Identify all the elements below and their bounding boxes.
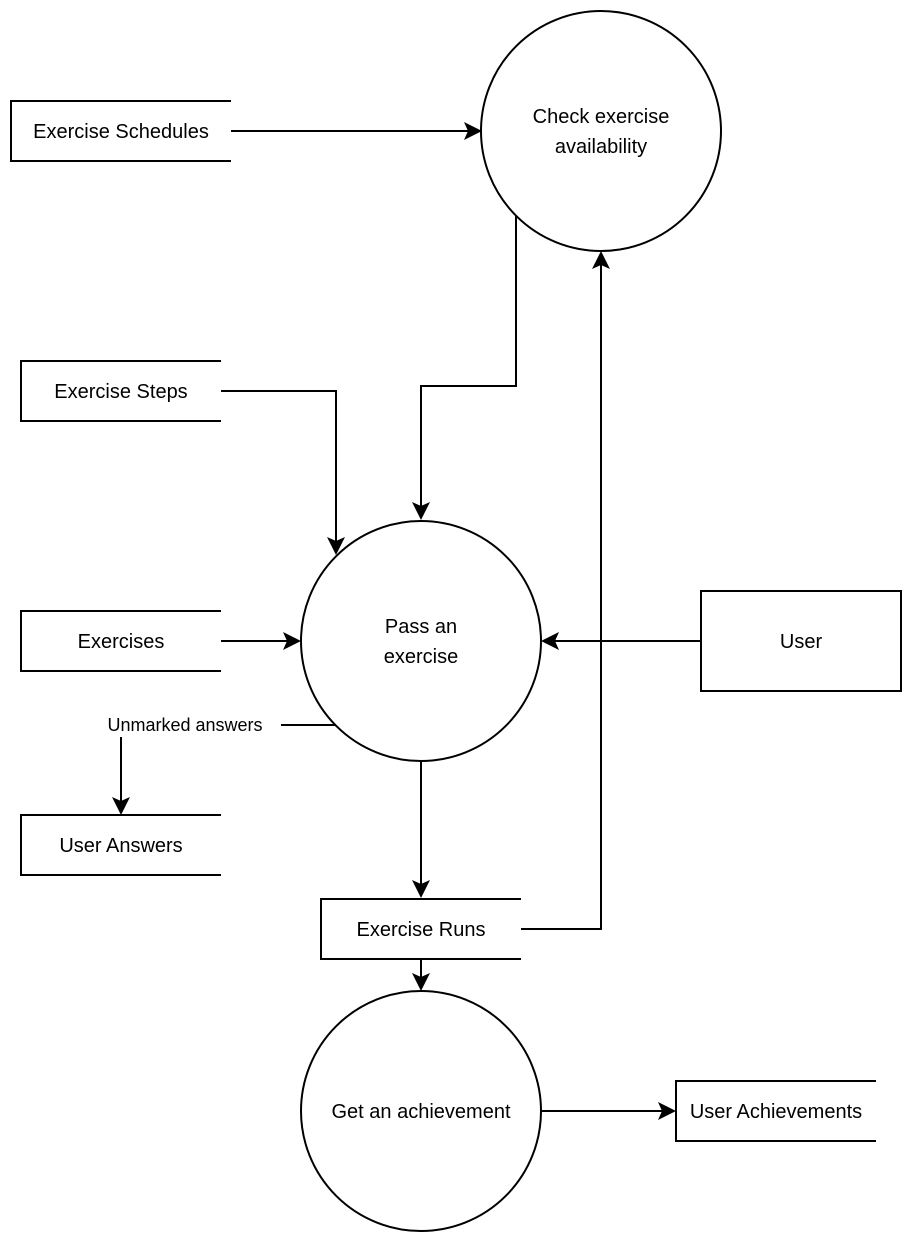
data-store-exercise-schedules[interactable]: Exercise Schedules <box>10 100 231 162</box>
process-label-line2: availability <box>555 136 647 158</box>
data-store-label: Exercise Schedules <box>33 121 209 143</box>
process-check-exercise-availability[interactable]: Check exercise availability <box>480 10 722 252</box>
connectors <box>112 122 701 1120</box>
flow-check-availability-to-pass-exercise <box>412 216 517 520</box>
data-store-label: User Answers <box>59 835 182 857</box>
data-store-user-achievements[interactable]: User Achievements <box>675 1080 876 1142</box>
data-store-label: Exercises <box>78 631 165 653</box>
process-label-line1: Check exercise <box>533 106 670 128</box>
flow-steps-to-pass-exercise <box>221 390 345 555</box>
data-store-label: User Achievements <box>690 1101 862 1123</box>
flow-exercises-to-pass-exercise <box>221 632 301 650</box>
process-get-an-achievement[interactable]: Get an achievement <box>300 990 542 1232</box>
flow-user-to-pass-exercise <box>541 632 701 650</box>
data-store-exercise-steps[interactable]: Exercise Steps <box>20 360 221 422</box>
flow-runs-to-get-achievement <box>412 959 430 991</box>
flow-pass-exercise-to-runs <box>412 761 430 898</box>
data-store-label: Exercise Runs <box>357 919 486 941</box>
process-label-line2: exercise <box>384 646 458 668</box>
flow-label-unmarked-answers: Unmarked answers <box>89 713 281 737</box>
flow-label: Unmarked answers <box>107 715 262 735</box>
data-store-user-answers[interactable]: User Answers <box>20 814 221 876</box>
flow-schedules-to-check-availability <box>231 122 482 140</box>
process-pass-an-exercise[interactable]: Pass an exercise <box>300 520 542 762</box>
external-entity-label: User <box>780 631 823 653</box>
data-store-label: Exercise Steps <box>54 381 187 403</box>
process-label-line1: Pass an <box>385 616 457 638</box>
flow-pass-exercise-to-user-answers <box>112 724 336 815</box>
flow-runs-to-check-availability <box>521 251 610 930</box>
data-store-exercises[interactable]: Exercises <box>20 610 221 672</box>
process-label: Get an achievement <box>332 1101 511 1123</box>
data-store-exercise-runs[interactable]: Exercise Runs <box>320 898 521 960</box>
external-entity-user[interactable]: User <box>700 590 902 692</box>
flow-get-achievement-to-user-achievements <box>541 1102 676 1120</box>
